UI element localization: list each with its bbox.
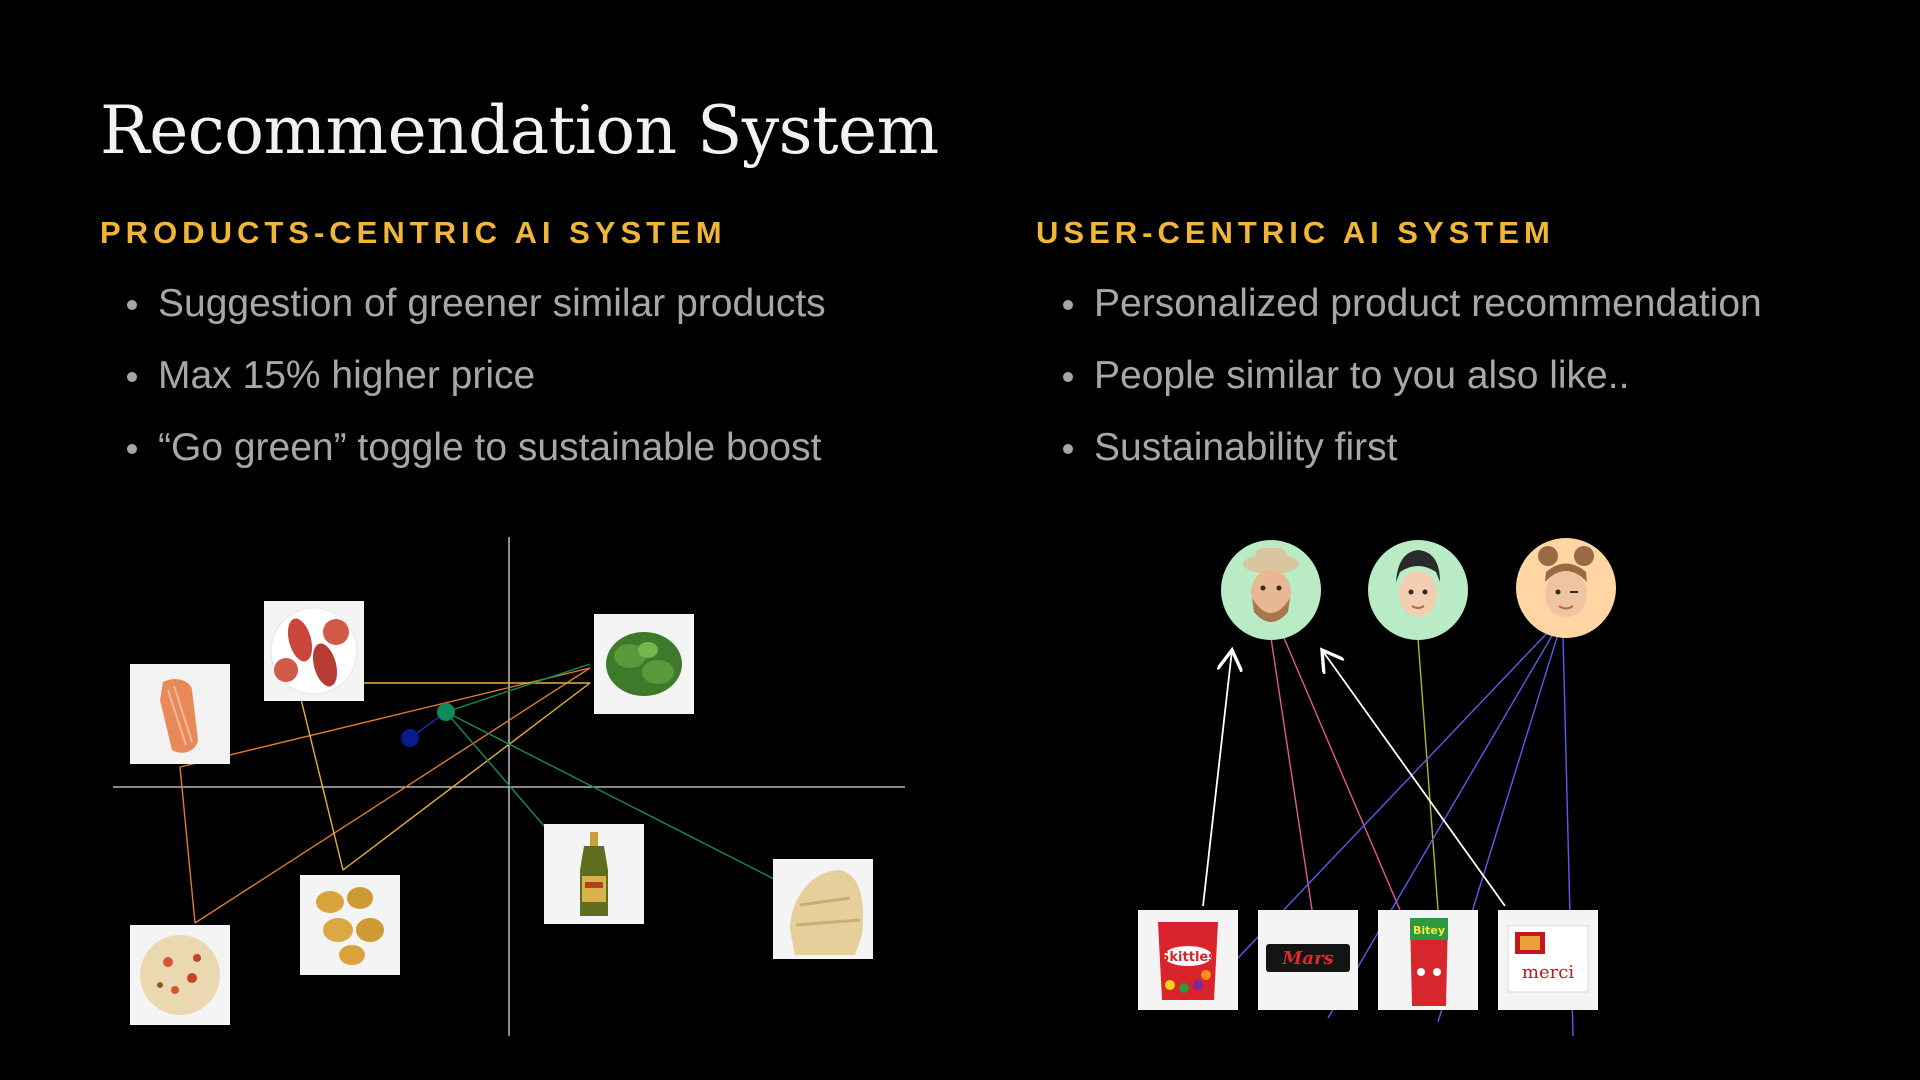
edge-line — [194, 667, 591, 924]
edge-line — [179, 766, 196, 924]
edge-line — [1237, 631, 1549, 959]
merci-tile[interactable]: merci — [1498, 910, 1598, 1010]
bullet-item: Sustainability first — [1056, 424, 1762, 496]
user-avatar[interactable] — [1368, 540, 1468, 640]
user-avatar[interactable] — [1516, 538, 1616, 638]
olive-oil-tile[interactable] — [544, 824, 644, 924]
arrow-line — [1202, 650, 1232, 907]
oats-tile[interactable] — [773, 859, 873, 959]
user-avatar[interactable] — [1221, 540, 1321, 640]
products-centric-bullets: Suggestion of greener similar products M… — [120, 280, 826, 496]
edge-line — [445, 663, 591, 713]
edge-line — [297, 686, 344, 871]
skittles-tile[interactable]: Skittles — [1138, 910, 1238, 1010]
merci-label: merci — [1522, 962, 1574, 983]
bullet-item: Personalized product recommendation — [1056, 280, 1762, 352]
bullet-item: Max 15% higher price — [120, 352, 826, 424]
edge-line — [445, 711, 777, 881]
blue-query-point — [401, 729, 419, 747]
bullet-item: “Go green” toggle to sustainable boost — [120, 424, 826, 496]
slide-title: Recommendation System — [100, 92, 939, 169]
bitey-label: Bitey — [1413, 924, 1445, 937]
user-product-graph: Skittles Mars Bitey merci — [1138, 538, 1616, 1037]
arugula-tile[interactable] — [594, 614, 694, 714]
edge-line — [342, 682, 591, 871]
bitey-tile[interactable]: Bitey — [1378, 910, 1478, 1010]
edge-line — [1327, 633, 1554, 1019]
user-centric-bullets: Personalized product recommendation Peop… — [1056, 280, 1762, 496]
products-embedding-plot — [113, 537, 905, 1036]
salami-tile[interactable] — [264, 601, 364, 701]
potatoes-tile[interactable] — [300, 875, 400, 975]
products-centric-heading: PRODUCTS-CENTRIC AI SYSTEM — [100, 215, 727, 250]
edge-line — [1283, 637, 1401, 911]
green-query-point — [437, 703, 455, 721]
edge-line — [445, 711, 546, 828]
bullet-item: Suggestion of greener similar products — [120, 280, 826, 352]
edge-line — [179, 667, 591, 768]
edge-line — [1417, 637, 1439, 911]
arrow-line — [1322, 650, 1506, 907]
user-centric-heading: USER-CENTRIC AI SYSTEM — [1036, 215, 1555, 250]
salmon-tile[interactable] — [130, 664, 230, 764]
edge-line — [1270, 637, 1313, 911]
mars-tile[interactable]: Mars — [1258, 910, 1358, 1010]
rice-tile[interactable] — [130, 925, 230, 1025]
mars-label: Mars — [1281, 948, 1333, 969]
skittles-label: Skittles — [1160, 950, 1216, 965]
bullet-item: People similar to you also like.. — [1056, 352, 1762, 424]
